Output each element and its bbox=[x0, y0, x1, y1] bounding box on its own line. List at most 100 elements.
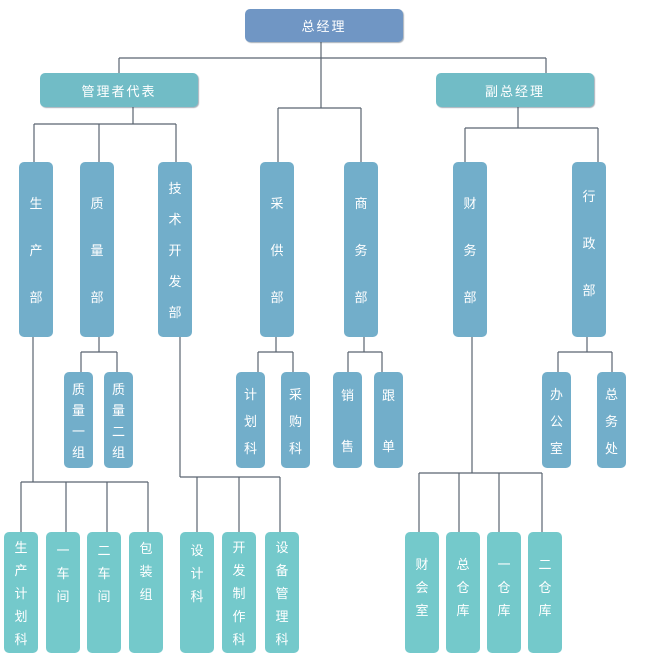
node-label-char: 车 bbox=[97, 567, 111, 582]
node-label-char: 销 bbox=[340, 389, 354, 404]
node-label-char: 总 bbox=[456, 558, 470, 573]
node-label-char: 划 bbox=[14, 610, 28, 625]
node-label-char: 总 bbox=[604, 387, 618, 403]
node-label-char: 财 bbox=[415, 558, 429, 573]
node-label-char: 行 bbox=[582, 190, 596, 205]
node-label-char: 发 bbox=[232, 564, 246, 579]
node-label-char: 库 bbox=[497, 604, 511, 619]
node-label: 副总经理 bbox=[484, 84, 545, 100]
node-subunit[interactable]: 质量一组 bbox=[64, 372, 93, 468]
node-section[interactable]: 二仓库 bbox=[528, 532, 562, 653]
node-label-char: 政 bbox=[582, 237, 596, 252]
node-label-char: 二 bbox=[538, 558, 552, 573]
node-general-manager[interactable]: 总经理 bbox=[245, 9, 403, 42]
node-label-char: 部 bbox=[463, 291, 477, 306]
node-label-char: 生 bbox=[29, 197, 43, 212]
node-label-char: 术 bbox=[168, 213, 182, 228]
node-department[interactable]: 生产部 bbox=[19, 162, 53, 337]
node-label-char: 跟 bbox=[381, 389, 395, 404]
node-label-char: 开 bbox=[168, 244, 182, 259]
node-section[interactable]: 财会室 bbox=[405, 532, 439, 653]
node-section[interactable]: 生产计划科 bbox=[4, 532, 38, 653]
node-label-char: 制 bbox=[232, 587, 246, 602]
node-label-char: 仓 bbox=[497, 581, 511, 596]
node-label-char: 库 bbox=[538, 604, 552, 619]
node-label-char: 作 bbox=[232, 610, 246, 625]
node-label-char: 科 bbox=[288, 441, 302, 457]
node-section[interactable]: 一仓库 bbox=[487, 532, 521, 653]
node-label-char: 质 bbox=[111, 383, 125, 398]
node-section[interactable]: 开发制作科 bbox=[222, 532, 256, 653]
node-label-char: 处 bbox=[604, 441, 618, 457]
node-label-char: 计 bbox=[190, 567, 204, 582]
node-label-char: 商 bbox=[354, 197, 368, 212]
node-section[interactable]: 包装组 bbox=[129, 532, 163, 653]
node-section[interactable]: 二车间 bbox=[87, 532, 121, 653]
node-section[interactable]: 设计科 bbox=[180, 532, 214, 653]
node-label-char: 划 bbox=[243, 414, 257, 430]
node-label-char: 产 bbox=[29, 244, 43, 259]
node-label-char: 车 bbox=[56, 567, 70, 582]
node-label-char: 科 bbox=[232, 633, 246, 648]
node-label-char: 办 bbox=[549, 387, 563, 403]
node-label-char: 一 bbox=[56, 544, 70, 559]
node-deputy-general-manager[interactable]: 副总经理 bbox=[436, 73, 594, 107]
node-label-char: 售 bbox=[340, 440, 354, 455]
node-subunit[interactable]: 办公室 bbox=[542, 372, 571, 468]
node-label-char: 科 bbox=[190, 590, 204, 605]
node-label-char: 设 bbox=[190, 544, 204, 559]
node-label-char: 务 bbox=[354, 244, 368, 259]
node-label: 管理者代表 bbox=[81, 84, 157, 100]
node-label-char: 二 bbox=[97, 544, 111, 559]
node-label: 总经理 bbox=[301, 20, 347, 35]
node-label-char: 购 bbox=[288, 414, 302, 430]
node-section[interactable]: 总仓库 bbox=[446, 532, 480, 653]
node-subunit[interactable]: 计划科 bbox=[236, 372, 265, 468]
node-label-char: 会 bbox=[415, 581, 429, 596]
node-label-char: 单 bbox=[381, 440, 395, 455]
node-department[interactable]: 技术开发部 bbox=[158, 162, 192, 337]
node-management-representative[interactable]: 管理者代表 bbox=[40, 73, 198, 107]
node-label-char: 室 bbox=[549, 441, 563, 457]
node-label-char: 部 bbox=[270, 291, 284, 306]
node-subunit[interactable]: 质量二组 bbox=[104, 372, 133, 468]
node-subunit[interactable]: 总务处 bbox=[597, 372, 626, 468]
node-section[interactable]: 设备管理科 bbox=[265, 532, 299, 653]
node-label-char: 库 bbox=[456, 604, 470, 619]
node-label-char: 技 bbox=[168, 182, 182, 197]
node-label-char: 量 bbox=[111, 404, 125, 419]
node-label-char: 公 bbox=[549, 414, 563, 430]
node-label-char: 部 bbox=[90, 291, 104, 306]
node-label-char: 组 bbox=[139, 588, 153, 603]
node-label-char: 采 bbox=[288, 387, 302, 403]
node-label-char: 间 bbox=[97, 590, 111, 605]
node-label-char: 供 bbox=[270, 244, 284, 259]
node-label-char: 一 bbox=[71, 425, 85, 440]
node-label-char: 质 bbox=[71, 383, 85, 398]
node-label-char: 计 bbox=[14, 587, 28, 602]
node-label-char: 包 bbox=[139, 542, 153, 557]
node-label-char: 计 bbox=[243, 387, 257, 403]
node-subunit[interactable]: 采购科 bbox=[281, 372, 310, 468]
node-subunit[interactable]: 跟单 bbox=[374, 372, 403, 468]
node-label-char: 管 bbox=[275, 587, 289, 602]
node-department[interactable]: 采供部 bbox=[260, 162, 294, 337]
node-label-char: 质 bbox=[90, 197, 104, 212]
node-label-char: 部 bbox=[168, 306, 182, 321]
node-subunit[interactable]: 销售 bbox=[333, 372, 362, 468]
node-label-char: 室 bbox=[415, 604, 429, 619]
node-section[interactable]: 一车间 bbox=[46, 532, 80, 653]
node-label-char: 量 bbox=[71, 404, 85, 419]
node-label-char: 科 bbox=[275, 633, 289, 648]
node-department[interactable]: 财务部 bbox=[453, 162, 487, 337]
node-department[interactable]: 质量部 bbox=[80, 162, 114, 337]
node-department[interactable]: 商务部 bbox=[344, 162, 378, 337]
node-department[interactable]: 行政部 bbox=[572, 162, 606, 337]
node-label-char: 务 bbox=[604, 414, 618, 430]
node-label-char: 生 bbox=[14, 541, 28, 556]
node-label-char: 务 bbox=[463, 244, 477, 259]
node-label-char: 采 bbox=[270, 197, 284, 212]
node-label-char: 部 bbox=[354, 291, 368, 306]
node-label-char: 产 bbox=[14, 564, 28, 579]
node-label-char: 开 bbox=[232, 541, 246, 556]
